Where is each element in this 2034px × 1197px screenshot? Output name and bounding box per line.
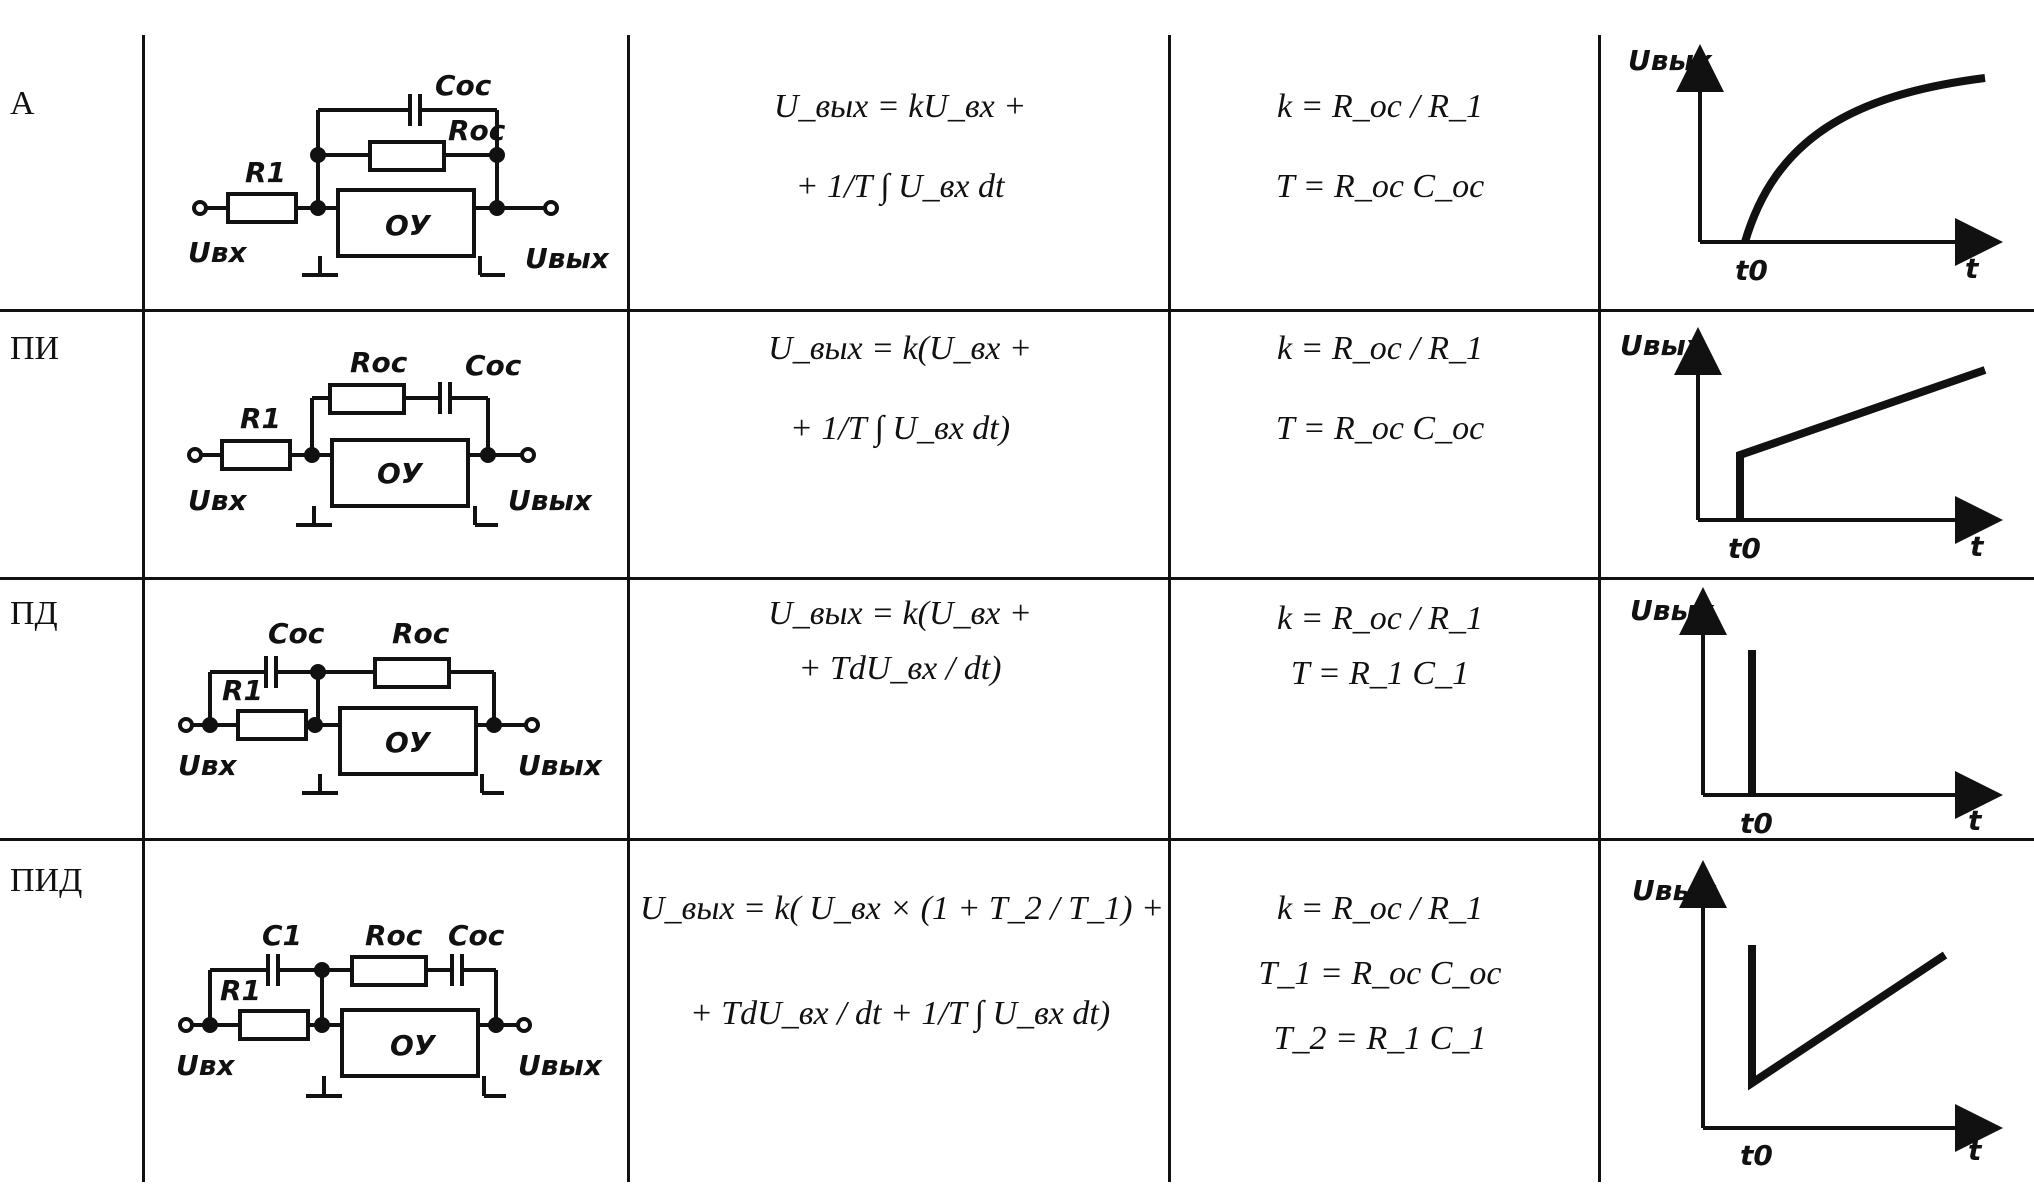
circuit-label: R1 (240, 402, 281, 435)
graph-pd (1679, 587, 2003, 819)
circuit-label: Uвых (518, 1049, 603, 1082)
graph-label: Uвых (1620, 329, 1705, 362)
circuit-label: Rос (350, 346, 408, 379)
coeff-line: T = R_1 C_1 (1290, 655, 1470, 692)
column-divider (627, 35, 630, 1182)
formula-line: U_вых = k( U_вх × (1 + T_2 / T_1) + (640, 890, 1164, 927)
formula-line: + 1/T ∫ U_вх dt) (789, 410, 1011, 447)
circuit-label: Rос (365, 919, 423, 952)
circuit-pd (178, 656, 540, 795)
circuit-label: Uвх (178, 749, 237, 782)
formula-line: U_вых = k(U_вх + (768, 330, 1032, 367)
circuit-label: Uвх (188, 484, 247, 517)
graph-label: t (1970, 530, 1985, 563)
circuit-label: ОУ (390, 1029, 437, 1062)
circuit-label: Uвых (525, 242, 610, 275)
coeff-line: T = R_ос C_ос (1275, 168, 1485, 205)
row-name-pd: ПД (10, 595, 58, 632)
row-name-a: А (10, 85, 35, 122)
graph-label: t (1968, 1134, 1983, 1167)
circuit-label: Cос (435, 69, 492, 102)
circuit-label: Cос (465, 349, 522, 382)
formula-line: U_вых = k(U_вх + (768, 595, 1032, 632)
formula-line: U_вых = kU_вх + (773, 88, 1027, 125)
circuit-label: Uвых (508, 484, 593, 517)
graph-a (1676, 44, 2003, 266)
circuit-label: ОУ (377, 457, 424, 490)
circuit-label: R1 (245, 156, 286, 189)
column-divider (1598, 35, 1601, 1182)
coeff-line: T = R_ос C_ос (1275, 410, 1485, 447)
graph-label: t0 (1735, 254, 1768, 287)
graph-label: t0 (1740, 1139, 1773, 1172)
response-curve (1741, 74, 1986, 244)
formula-line: + TdU_вх / dt + 1/T ∫ U_вх dt) (689, 995, 1111, 1032)
coeff-line: k = R_ос / R_1 (1276, 88, 1484, 125)
circuit-label: R1 (222, 674, 263, 707)
row-divider (0, 838, 2034, 841)
column-divider (142, 35, 145, 1182)
circuit-label: Uвх (188, 236, 247, 269)
circuit-label: ОУ (385, 726, 432, 759)
graph-label: t0 (1728, 532, 1761, 565)
circuit-label: R1 (220, 974, 261, 1007)
coeff-line: k = R_ос / R_1 (1276, 890, 1484, 927)
response-curve (1748, 945, 1948, 1091)
column-divider (1168, 35, 1171, 1182)
circuit-label: ОУ (385, 209, 432, 242)
circuit-label: Uвх (176, 1049, 235, 1082)
circuit-label: Rос (392, 617, 450, 650)
circuit-label: Rос (448, 114, 506, 147)
graph-label: Uвых (1630, 594, 1715, 627)
circuit-pid (178, 954, 532, 1098)
circuit-label: C1 (262, 919, 302, 952)
response-curve (1736, 366, 1987, 520)
formula-line: + 1/T ∫ U_вх dt (795, 168, 1005, 205)
graph-pid (1679, 860, 2003, 1152)
coeff-line: T_1 = R_ос C_ос (1258, 955, 1502, 992)
graph-label: Uвых (1628, 44, 1713, 77)
circuit-pi (187, 382, 536, 527)
coeff-line: T_2 = R_1 C_1 (1273, 1020, 1487, 1057)
circuit-a (192, 94, 559, 277)
circuit-label: Cос (268, 617, 325, 650)
circuit-label: Cос (448, 919, 505, 952)
row-divider (0, 309, 2034, 312)
graph-label: t0 (1740, 807, 1773, 840)
graph-label: Uвых (1632, 874, 1717, 907)
row-divider (0, 577, 2034, 580)
coeff-line: k = R_ос / R_1 (1276, 330, 1484, 367)
formula-line: + TdU_вх / dt) (798, 650, 1002, 687)
circuit-label: Uвых (518, 749, 603, 782)
row-name-pid: ПИД (10, 862, 83, 899)
graph-label: t (1965, 252, 1980, 285)
graph-label: t (1968, 804, 1983, 837)
coeff-line: k = R_ос / R_1 (1276, 600, 1484, 637)
row-name-pi: ПИ (10, 330, 60, 367)
graph-pi (1674, 327, 2003, 544)
